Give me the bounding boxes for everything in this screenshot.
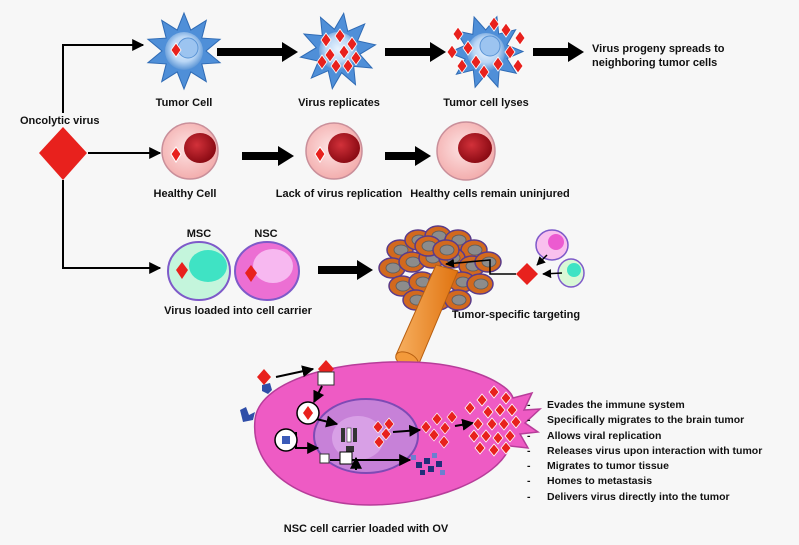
progeny-label-line2: neighboring tumor cells [592, 57, 718, 69]
virus-loaded-label: Virus loaded into cell carrier [164, 305, 312, 317]
row3-arrow [318, 260, 373, 280]
property-item: Delivers virus directly into the tumor [527, 490, 762, 505]
nsc-label: NSC [254, 228, 278, 240]
row2-arrows [242, 146, 431, 166]
carrier-cells-targeting [445, 229, 585, 288]
healthy-cell-icon [161, 122, 219, 180]
property-item: Releases virus upon interaction with tum… [527, 444, 762, 459]
property-item: Allows viral replication [527, 429, 762, 444]
nsc-cell-icon [234, 241, 300, 301]
msc-label: MSC [186, 228, 212, 240]
virus-attachment [257, 360, 335, 404]
branch-arrows [62, 39, 162, 274]
healthy-uninjured-icon [436, 121, 496, 181]
msc-cell-icon [167, 241, 231, 301]
oncolytic-virus-label: Oncolytic virus [20, 115, 100, 127]
virus-replicates-icon [299, 12, 377, 90]
tumor-cell-lyses-icon [446, 15, 526, 89]
healthy-cell-label: Healthy Cell [153, 188, 217, 200]
property-item: Specifically migrates to the brain tumor [527, 413, 762, 428]
receptor-icons [240, 383, 272, 422]
tumor-cell-icon [146, 11, 222, 91]
property-item: Homes to metastasis [527, 474, 762, 489]
nsc-carrier-label: NSC cell carrier loaded with OV [283, 523, 449, 535]
lack-of-replication-icon [305, 122, 363, 180]
tumor-targeting-label: Tumor-specific targeting [451, 309, 581, 321]
property-item: Evades the immune system [527, 398, 762, 413]
released-virions [464, 385, 522, 457]
nsc-carrier-cell [254, 361, 543, 506]
nsc-properties-list: Evades the immune system Specifically mi… [527, 398, 762, 505]
tumor-cell-lyses-label: Tumor cell lyses [443, 97, 529, 109]
virus-replicates-label: Virus replicates [298, 97, 380, 109]
healthy-uninjured-label: Healthy cells remain uninjured [410, 188, 570, 200]
tumor-cell-label: Tumor Cell [155, 97, 213, 109]
property-item: Migrates to tumor tissue [527, 459, 762, 474]
lack-of-replication-label: Lack of virus replication [275, 188, 403, 200]
row1-arrows [217, 42, 584, 62]
oncolytic-virus-diamond [39, 127, 87, 180]
progeny-label-line1: Virus progeny spreads to [592, 43, 725, 55]
